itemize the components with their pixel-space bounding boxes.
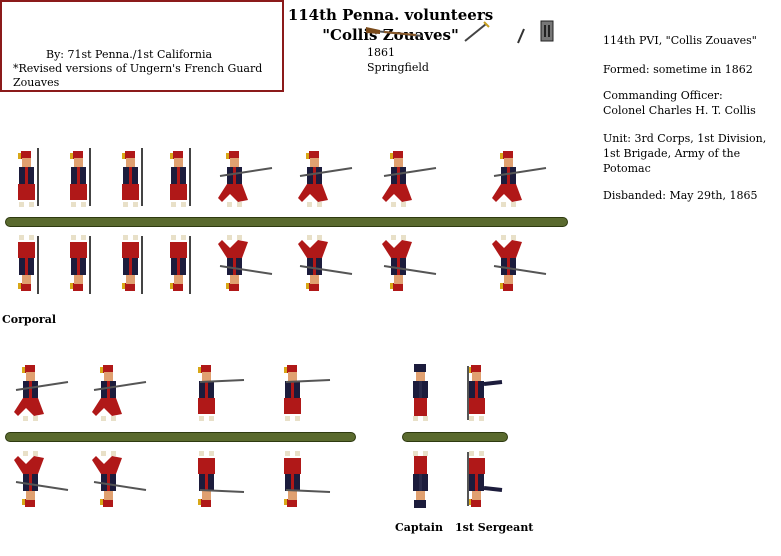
cartridge-box-icon bbox=[540, 20, 554, 42]
caption-corporal: Corporal bbox=[2, 313, 57, 326]
ground-base-row-2-left bbox=[5, 432, 356, 442]
info-disbanded: Disbanded: May 29th, 1865 bbox=[603, 189, 758, 202]
zouave-sprite bbox=[122, 148, 143, 207]
zouave-sprite-reflection bbox=[284, 451, 331, 507]
first-sergeant-sprite-reflection bbox=[467, 451, 503, 507]
zouave-sprite-reflection bbox=[492, 235, 547, 291]
bayonet-icon bbox=[517, 28, 525, 44]
zouave-sprite-reflection bbox=[218, 235, 273, 291]
zouave-sprite-reflection bbox=[14, 451, 69, 507]
zouave-sprite bbox=[492, 151, 547, 207]
zouave-sprite bbox=[218, 151, 273, 207]
byline: By: 71st Penna./1st California bbox=[46, 48, 213, 61]
first-sergeant-sprite bbox=[467, 365, 503, 421]
zouave-sprite bbox=[298, 151, 353, 207]
title-line-2: "Collis Zouaves" bbox=[322, 26, 459, 44]
ground-base-row-2-right bbox=[402, 432, 508, 442]
captain-sprite-reflection bbox=[413, 451, 428, 508]
title-line-1: 114th Penna. volunteers bbox=[287, 6, 494, 24]
zouave-sprite-reflection bbox=[92, 451, 147, 507]
captain-sprite bbox=[413, 364, 428, 421]
zouave-sprite bbox=[284, 365, 331, 421]
info-formed: Formed: sometime in 1862 bbox=[603, 63, 753, 76]
revision-note: *Revised versions of Ungern's French Gua… bbox=[13, 62, 263, 89]
rifle-label-name: Springfield bbox=[367, 61, 429, 74]
zouave-sprite bbox=[14, 365, 69, 421]
corporal-sprite-reflection bbox=[18, 235, 39, 294]
title-box: 114th Penna. volunteers "Collis Zouaves"… bbox=[0, 0, 493, 92]
zouave-sprite bbox=[170, 148, 191, 207]
corporal-sprite bbox=[18, 148, 39, 207]
zouave-sprite-reflection bbox=[198, 451, 245, 507]
zouave-sprite bbox=[382, 151, 437, 207]
rifle-label-year: 1861 bbox=[367, 46, 395, 59]
caption-first-sergeant: 1st Sergeant bbox=[455, 521, 534, 534]
caption-captain: Captain bbox=[395, 521, 443, 534]
info-co-heading: Commanding Officer: bbox=[603, 89, 723, 102]
zouave-sprite-reflection bbox=[70, 235, 91, 294]
zouave-sprite bbox=[92, 365, 147, 421]
sword-icon bbox=[464, 21, 490, 42]
info-unit: Unit: 3rd Corps, 1st Division, 1st Briga… bbox=[603, 132, 767, 175]
zouave-sprite-reflection bbox=[170, 235, 191, 294]
info-co-name: Colonel Charles H. T. Collis bbox=[603, 104, 756, 117]
springfield-rifle-icon bbox=[365, 27, 423, 37]
zouave-sprite-reflection bbox=[122, 235, 143, 294]
zouave-sprite-reflection bbox=[298, 235, 353, 291]
zouave-sprite bbox=[198, 365, 245, 421]
zouave-sprite-reflection bbox=[382, 235, 437, 291]
info-unit-name: 114th PVI, "Collis Zouaves" bbox=[603, 34, 757, 47]
ground-base-row-1 bbox=[5, 217, 568, 227]
zouave-sprite bbox=[70, 148, 91, 207]
